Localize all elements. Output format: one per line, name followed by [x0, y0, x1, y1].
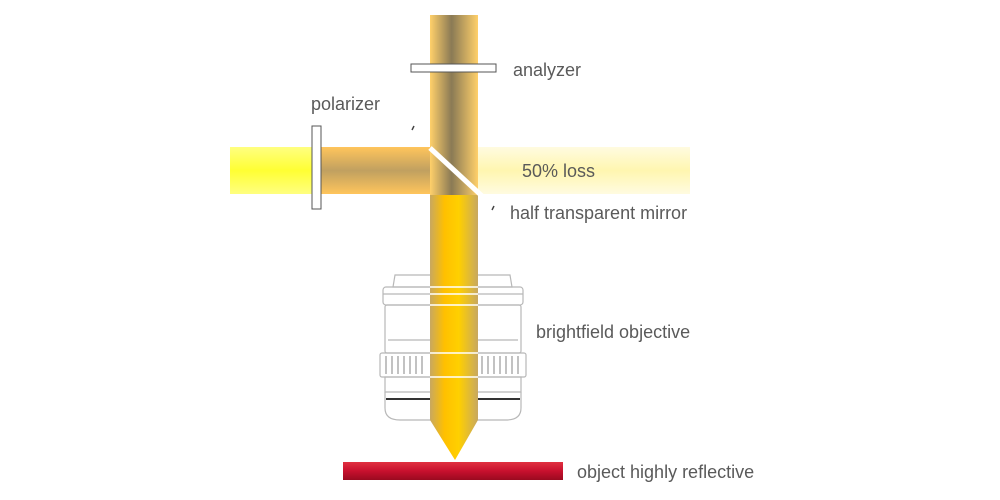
- reflective-object: [343, 462, 563, 480]
- polarizer-plate: [311, 125, 322, 210]
- loss-label: 50% loss: [522, 161, 596, 181]
- objective-rings: [430, 286, 478, 378]
- focused-beam: [430, 195, 478, 460]
- polarizer-label: polarizer: [311, 94, 381, 114]
- incoming-light-beam: [230, 147, 315, 194]
- polarized-horizontal-beam: [320, 147, 432, 194]
- upper-vertical-beam: [430, 15, 478, 195]
- loss-beam: [478, 147, 690, 194]
- objective-label: brightfield objective: [536, 322, 691, 342]
- half-transparent-mirror: [411, 125, 495, 211]
- analyzer-plate: [410, 63, 497, 73]
- mirror-label: half transparent mirror: [510, 203, 688, 223]
- analyzer-label: analyzer: [513, 60, 582, 80]
- object-label: object highly reflective: [577, 462, 755, 482]
